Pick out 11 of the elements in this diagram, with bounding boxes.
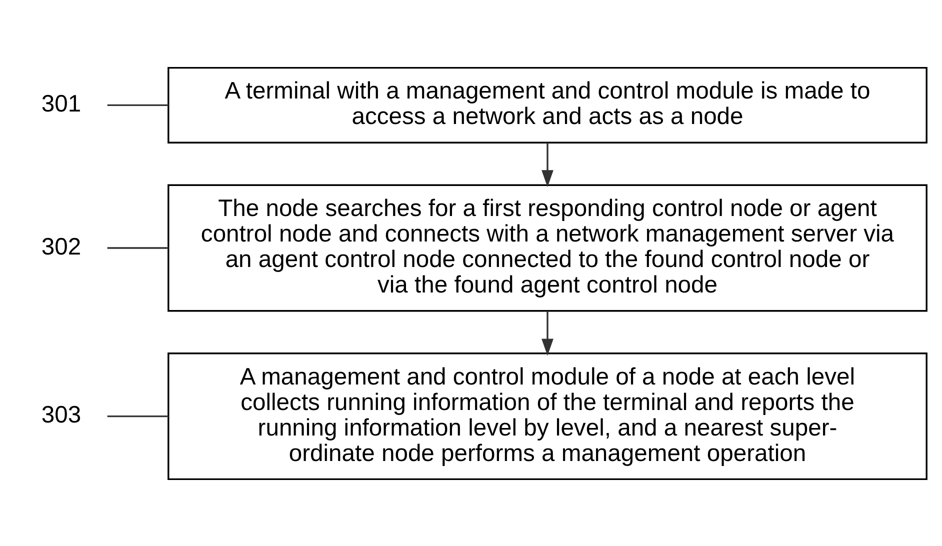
node-text: 303: [41, 401, 82, 428]
node-text: 302: [41, 232, 82, 260]
node-text: 301: [41, 90, 82, 117]
node-box: A terminal with a management and control module is made to access a network and acts as a node: [168, 66, 928, 143]
node-box: The node searches for a first responding control node or agent control node and connects with a network management server via an agent control node connected to the found control node or via the found agent control node: [168, 184, 928, 312]
arrow: [542, 142, 554, 187]
connector: [107, 104, 168, 106]
connector: [107, 246, 168, 248]
arrow: [542, 310, 554, 356]
connector: [107, 414, 168, 417]
node-box: A management and control module of a node at each level collects running information of the terminal and reports the running information level by level, and a nearest super-ordinate node performs a management operation: [168, 352, 928, 480]
